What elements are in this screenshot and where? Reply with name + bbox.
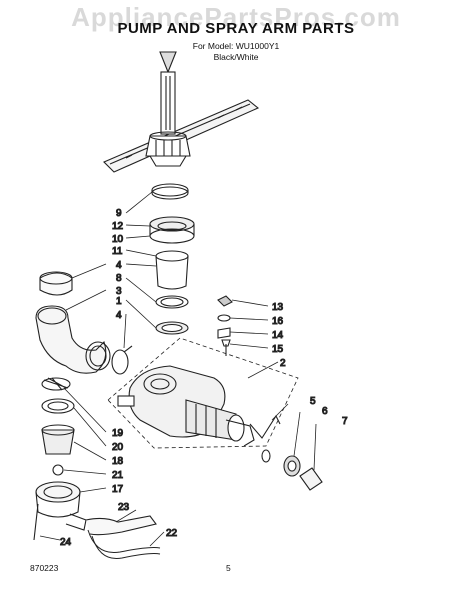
callout-11: 11 (112, 246, 123, 257)
model-line: For Model: WU1000Y1 (192, 41, 280, 51)
callout-4b: 4 (116, 310, 122, 321)
callout-24: 24 (60, 537, 72, 548)
callout-6: 6 (322, 406, 328, 417)
callout-5: 5 (310, 396, 316, 407)
left-hose-assembly (35, 271, 133, 375)
lower-stack (33, 377, 87, 541)
callout-22: 22 (166, 528, 178, 539)
small-hardware (217, 295, 233, 356)
spray-arm (103, 51, 260, 173)
drain-hose (85, 515, 161, 560)
callout-19: 19 (112, 428, 124, 439)
pump-motor (117, 365, 255, 447)
doc-number: 870223 (30, 563, 59, 573)
callout-20: 20 (112, 442, 124, 453)
callout-1: 1 (116, 296, 122, 307)
callout-3: 3 (116, 286, 122, 297)
callout-2: 2 (280, 358, 286, 369)
callout-10: 10 (112, 234, 124, 245)
callout-8: 8 (116, 273, 122, 284)
callout-labels: 9 12 10 11 4 8 3 1 4 13 16 14 15 2 5 6 7… (59, 207, 348, 548)
page-title: PUMP AND SPRAY ARM PARTS (117, 20, 355, 37)
page-number: 5 (226, 563, 231, 573)
leader-lines (39, 191, 317, 547)
watermark: AppliancePartsPros.com (71, 2, 401, 32)
callout-17: 17 (112, 484, 124, 495)
upper-ring-stack (149, 183, 195, 335)
callout-9: 9 (116, 208, 122, 219)
callout-18: 18 (112, 456, 124, 467)
right-parts (249, 414, 323, 491)
color-line: Black/White (213, 52, 259, 62)
callout-16: 16 (272, 316, 284, 327)
callout-21: 21 (112, 470, 124, 481)
pump-group-outline (107, 337, 299, 449)
callout-13: 13 (272, 302, 284, 313)
callout-23: 23 (118, 502, 130, 513)
callout-4a: 4 (116, 260, 122, 271)
callout-7: 7 (342, 416, 348, 427)
callout-12: 12 (112, 221, 124, 232)
callout-14: 14 (272, 330, 284, 341)
callout-15: 15 (272, 344, 284, 355)
